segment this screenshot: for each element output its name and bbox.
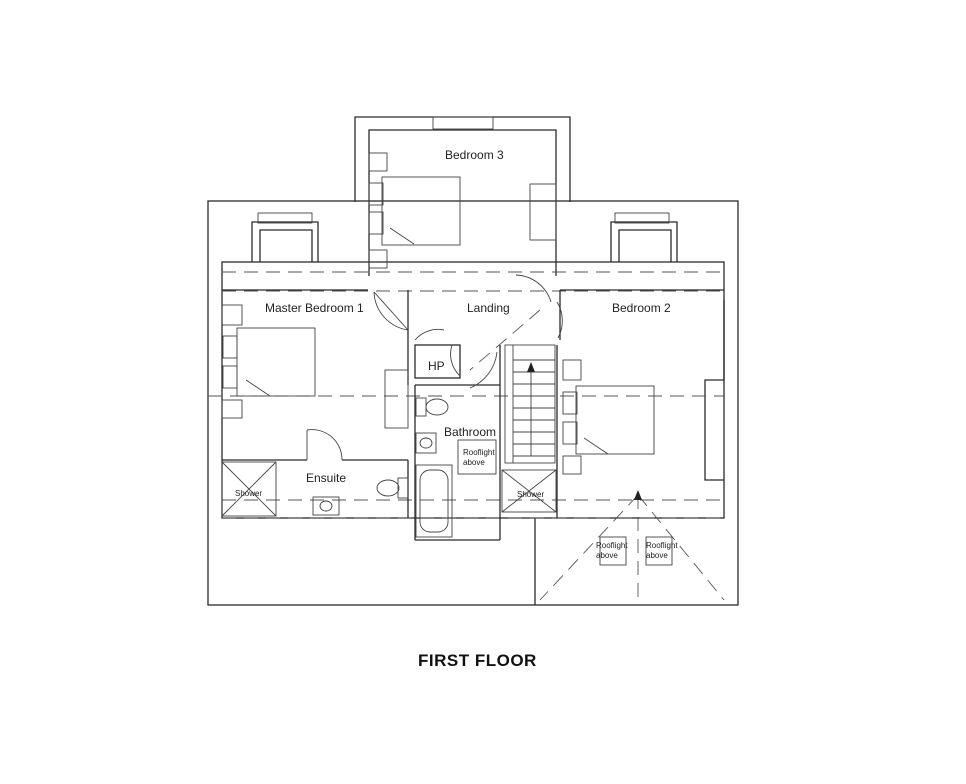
landing-label: Landing: [467, 301, 510, 315]
rooflight-label: Rooflight: [646, 541, 678, 550]
bedroom3-label: Bedroom 3: [445, 148, 504, 162]
hp-label: HP: [428, 359, 445, 373]
bedroom2-furniture: [562, 359, 655, 475]
master-bedroom-label: Master Bedroom 1: [265, 301, 364, 315]
eaves-lines: [208, 271, 725, 601]
ensuite-shower-label: Shower: [235, 489, 262, 498]
staircase: [504, 344, 556, 464]
bed2-shower-label: Shower: [517, 490, 544, 499]
door-swings: [306, 274, 563, 461]
ensuite-label: Ensuite: [306, 471, 346, 485]
ensuite-fixtures: [221, 461, 409, 517]
bedroom2-fixtures: [501, 469, 673, 566]
outer-walls: [207, 116, 739, 606]
bathroom-label: Bathroom: [444, 425, 496, 439]
bedroom3-furniture: [368, 152, 557, 269]
rooflight-label: Rooflight: [463, 448, 495, 457]
master-bedroom-furniture: [221, 304, 409, 429]
bedroom2-label: Bedroom 2: [612, 301, 671, 315]
rooflight-label: above: [463, 458, 485, 467]
bathroom-fixtures: [415, 397, 497, 538]
rooflight-label: above: [596, 551, 618, 560]
rooflight-label: above: [646, 551, 668, 560]
page-title: FIRST FLOOR: [418, 651, 537, 670]
internal-walls: [222, 289, 724, 541]
rooflight-label: Rooflight: [596, 541, 628, 550]
